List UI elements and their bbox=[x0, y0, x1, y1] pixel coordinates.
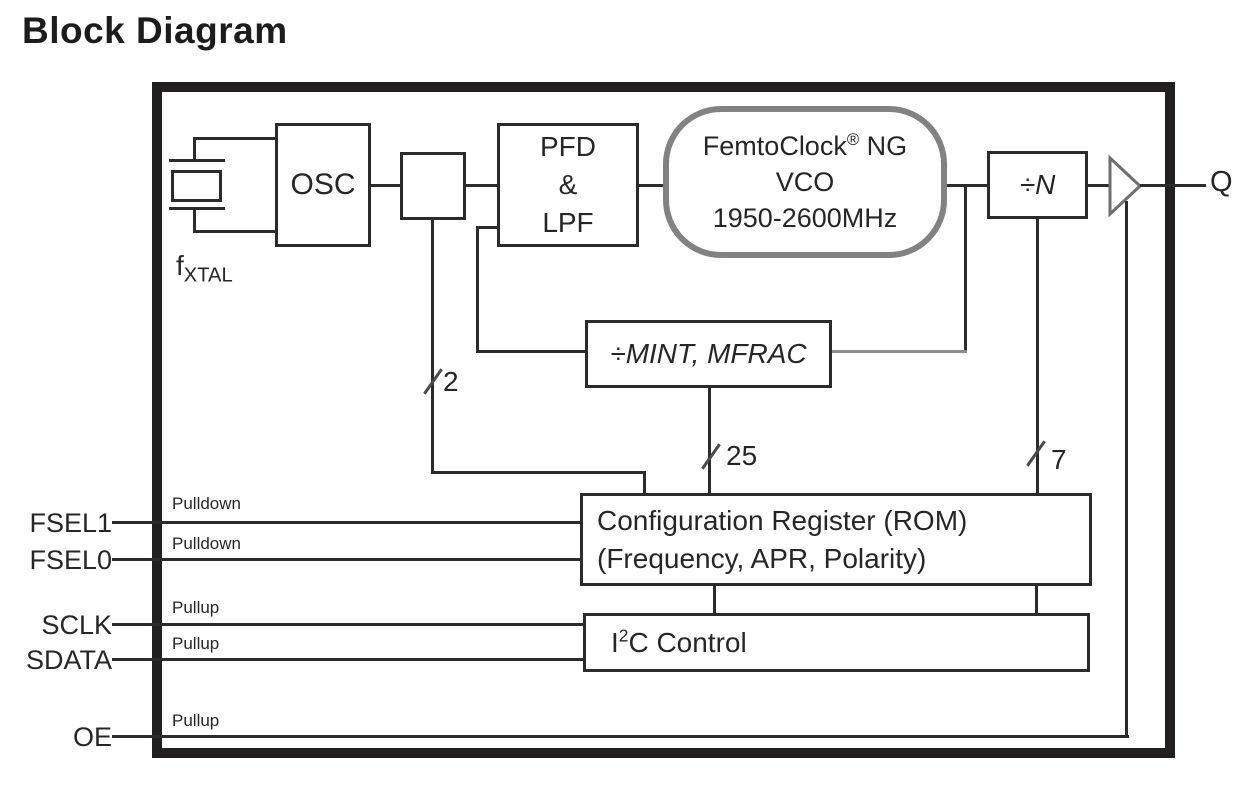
input-divider-block bbox=[400, 152, 466, 220]
pfd-lpf-block: PFD & LPF bbox=[497, 123, 639, 247]
resistor-label: Pullup bbox=[172, 634, 220, 653]
resistor-label: Pulldown bbox=[172, 534, 241, 553]
wire-buffer-to-q bbox=[1140, 184, 1206, 187]
crystal-body bbox=[171, 170, 222, 202]
config-register-block: Configuration Register (ROM) (Frequency,… bbox=[580, 493, 1092, 586]
pin-label-sdata: SDATA bbox=[25, 645, 112, 675]
bus-wire-2 bbox=[643, 471, 646, 495]
bus-wire-2 bbox=[431, 220, 434, 473]
vco-block: FemtoClock® NG VCO 1950-2600MHz bbox=[663, 106, 947, 258]
wire bbox=[194, 137, 276, 140]
q-output-label: Q bbox=[1210, 166, 1233, 198]
feedback-wire bbox=[964, 184, 967, 353]
pin-wire-oe-vertical bbox=[1125, 201, 1128, 738]
feedback-wire bbox=[476, 226, 497, 229]
divn-block: ÷N bbox=[987, 151, 1088, 219]
osc-block: OSC bbox=[275, 123, 371, 247]
fxtal-label: fXTAL bbox=[176, 250, 233, 287]
wire-vco-to-divn bbox=[947, 184, 987, 187]
page-title: Block Diagram bbox=[22, 10, 288, 51]
resistor-label: Pullup bbox=[172, 711, 220, 730]
bus-wire-2 bbox=[431, 471, 646, 474]
feedback-wire bbox=[478, 350, 585, 353]
bus-width-25: 25 bbox=[726, 440, 758, 471]
crystal-top-plate bbox=[169, 159, 225, 162]
pin-wire-oe bbox=[112, 735, 1129, 738]
pin-wire-fsel1 bbox=[112, 521, 580, 524]
wire-pfd-to-vco bbox=[639, 184, 663, 187]
pin-wire-sclk bbox=[112, 623, 583, 626]
resistor-label: Pullup bbox=[172, 598, 220, 617]
crystal-bottom-plate bbox=[169, 207, 225, 210]
pin-label-oe: OE bbox=[72, 722, 112, 752]
resistor-label: Pulldown bbox=[172, 494, 241, 513]
pin-wire-sdata bbox=[112, 658, 583, 661]
pin-label-fsel1: FSEL1 bbox=[29, 508, 112, 538]
wire bbox=[193, 210, 196, 233]
bus-wire-7 bbox=[1036, 219, 1039, 495]
wire-config-to-i2c bbox=[713, 586, 716, 615]
pin-label-sclk: SCLK bbox=[41, 610, 112, 640]
wire-divn-to-buffer bbox=[1088, 184, 1112, 187]
bus-width-2: 2 bbox=[443, 366, 459, 397]
i2c-control-block: I2C Control bbox=[583, 613, 1090, 672]
pin-wire-fsel0 bbox=[112, 558, 580, 561]
wire bbox=[193, 137, 196, 162]
wire-config-to-i2c bbox=[1035, 586, 1038, 615]
feedback-wire-gray bbox=[832, 350, 967, 353]
pin-label-fsel0: FSEL0 bbox=[29, 545, 112, 575]
output-buffer-icon bbox=[1108, 154, 1143, 218]
bus-wire-25 bbox=[708, 388, 711, 495]
feedback-wire bbox=[476, 227, 479, 353]
wire bbox=[194, 230, 276, 233]
wire-osc-to-divider bbox=[371, 184, 400, 187]
bus-width-7: 7 bbox=[1051, 444, 1067, 475]
wire-divider-to-pfd bbox=[466, 184, 497, 187]
mint-mfrac-block: ÷MINT, MFRAC bbox=[585, 320, 832, 388]
